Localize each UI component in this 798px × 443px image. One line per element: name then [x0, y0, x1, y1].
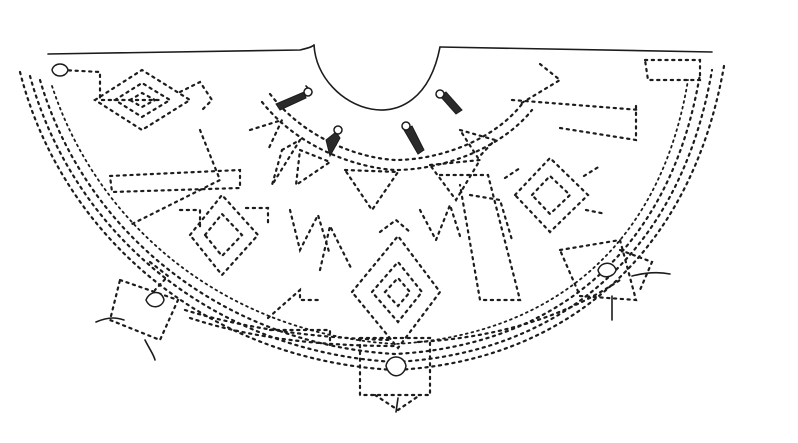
left-small-chevron — [248, 118, 285, 152]
right-middle-diamond-arms — [503, 164, 608, 216]
knot-right-tie — [618, 248, 654, 292]
right-corner-block — [643, 58, 702, 82]
left-upper-diamond-core — [127, 91, 158, 109]
triangle-3 — [342, 168, 401, 212]
outer-border-row-2 — [28, 68, 714, 364]
inner-border-arc-right — [416, 278, 622, 344]
pendant-1-knot — [303, 87, 313, 97]
left-middle-diamond-outer — [188, 193, 260, 277]
outer-border-row-1 — [18, 64, 726, 372]
neck-triangles — [270, 128, 498, 212]
knot-center-tie — [373, 393, 422, 412]
triangle-2 — [294, 148, 333, 188]
right-upper-bar — [510, 98, 642, 112]
neck-border-row-1 — [260, 100, 534, 172]
triangle-4 — [427, 158, 483, 202]
knot-left-band — [108, 278, 180, 342]
chevron-left — [318, 222, 354, 272]
stepped-left — [266, 287, 322, 320]
stepped-tree-right — [438, 173, 522, 302]
fringe-string-left-2 — [144, 339, 156, 361]
left-diagonal-bar — [128, 128, 222, 227]
right-middle-diamond-outer — [513, 156, 590, 234]
tree-branch-right — [468, 193, 514, 242]
center-diamond — [350, 218, 442, 350]
outer-border-row-3 — [38, 72, 702, 356]
zigzag-left — [288, 208, 332, 257]
center-right-motifs — [418, 173, 522, 302]
neck-border-row-2 — [268, 92, 524, 162]
center-diamond-outer — [350, 234, 442, 350]
center-diamond-crown — [378, 218, 412, 234]
inner-border — [183, 278, 622, 348]
pendant-2 — [325, 125, 343, 158]
stepped-left-base — [268, 328, 332, 347]
fringe-knot-center — [358, 336, 432, 413]
pendant-2-knot — [333, 125, 343, 135]
outer-border-row-4 — [51, 79, 689, 345]
right-upper-zigzag — [518, 62, 562, 106]
shell-bead-right — [597, 262, 617, 278]
neck-border — [260, 92, 534, 172]
left-middle-diamond — [178, 193, 270, 277]
pendant-4 — [435, 89, 463, 115]
knot-right-band — [558, 238, 638, 302]
center-left-motifs — [266, 208, 354, 347]
pendant-2-tube — [325, 131, 341, 158]
left-upper-diamond-arm — [178, 80, 214, 114]
fringe-string-left — [95, 317, 125, 323]
cape-outline — [47, 44, 713, 111]
cape-top-edge-left — [47, 44, 315, 55]
shell-bead-left — [145, 291, 165, 308]
cape-neckline — [313, 44, 441, 111]
zigzag-right — [418, 201, 462, 243]
pendant-4-knot — [435, 89, 445, 99]
inner-border-arc-left — [188, 316, 397, 348]
triangle-5 — [457, 128, 498, 160]
shell-bead-center — [385, 356, 407, 377]
right-middle-diamond — [503, 156, 608, 234]
pendant-3-knot — [401, 121, 411, 131]
right-corner-ornament — [510, 58, 702, 142]
knot-left-tie — [148, 260, 170, 292]
pendant-1-tube — [275, 91, 307, 111]
right-middle-diamond-inner — [530, 174, 572, 216]
left-cross-ornament — [108, 118, 285, 227]
left-corner-ornament — [60, 68, 214, 132]
right-upper-hook — [558, 102, 638, 142]
left-middle-diamond-arms — [178, 206, 270, 230]
fringe-knot-right — [558, 238, 671, 321]
knot-center-band — [358, 336, 432, 397]
pendant-1 — [275, 85, 313, 111]
neck-pendants — [275, 85, 463, 158]
center-diamond-inner — [370, 260, 424, 324]
triangle-1 — [270, 136, 304, 186]
left-upper-diamond — [92, 68, 193, 132]
left-horizontal-bar — [108, 168, 242, 194]
fringe-knot-left — [95, 260, 180, 361]
left-middle-diamond-inner — [203, 212, 244, 258]
fringe-string-right — [631, 271, 671, 277]
shell-bead-top-left — [51, 63, 69, 77]
pendant-3 — [401, 121, 425, 155]
inner-border-arc-left-2 — [183, 308, 392, 342]
outer-border — [18, 64, 726, 372]
center-diamond-core — [383, 276, 412, 308]
cape-top-edge-right — [439, 46, 713, 53]
left-upper-diamond-inner — [112, 81, 173, 119]
fringe-string-center — [395, 397, 399, 413]
